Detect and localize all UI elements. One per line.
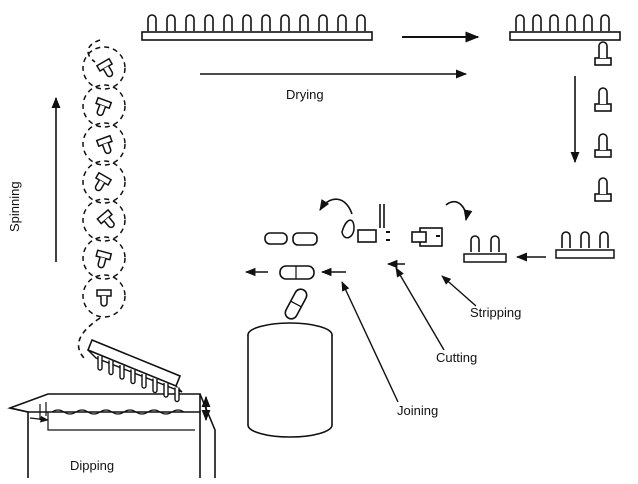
mould-pin — [337, 14, 347, 32]
mould-pin — [549, 14, 559, 32]
dipping-pin — [141, 374, 147, 389]
dipping-pin — [108, 360, 114, 376]
mould-pin — [299, 14, 309, 32]
drying-bar-right — [509, 14, 621, 41]
mould-pin — [261, 14, 271, 32]
drying-bar-left — [141, 14, 373, 41]
mould-pin — [223, 14, 233, 32]
mould-pin — [166, 14, 176, 32]
spinning-pin — [95, 134, 117, 157]
spinning-column — [77, 39, 126, 361]
cutting-leader — [395, 267, 445, 351]
stripping-label: Stripping — [470, 305, 522, 320]
dipping-pin — [163, 383, 169, 398]
spin-circle — [82, 274, 126, 318]
dipping-pin — [152, 378, 158, 394]
mould-pin — [583, 14, 593, 32]
dipping-pin — [174, 387, 180, 403]
mould-pin — [356, 14, 366, 32]
cutter — [319, 198, 390, 243]
mould-pin — [600, 14, 610, 32]
spin-circle — [82, 160, 126, 204]
stripping-pins — [463, 231, 615, 263]
mould-pin — [280, 14, 290, 32]
mould-pin — [594, 177, 612, 202]
mould-pin — [185, 14, 195, 32]
mould-pin — [318, 14, 328, 32]
mould-pin — [594, 41, 612, 66]
mould-pin — [490, 235, 500, 253]
spin-circle — [82, 122, 126, 166]
mould-pin — [599, 231, 609, 249]
joining-label: Joining — [397, 403, 439, 418]
spinning-label: Spinning — [7, 181, 22, 232]
mould-pin — [566, 14, 576, 32]
spin-circle — [82, 46, 126, 90]
mould-pin — [532, 14, 542, 32]
mould-pin — [242, 14, 252, 32]
spinning-pin — [91, 96, 113, 119]
mould-pin — [561, 231, 571, 249]
stripping-leader — [441, 275, 477, 307]
mould-pin — [204, 14, 214, 32]
dipping-pin — [119, 365, 125, 380]
joining-leader — [341, 281, 399, 403]
mould-pin — [147, 14, 157, 32]
capsule-halves — [264, 232, 318, 280]
dipping-station — [7, 338, 216, 478]
spin-circle — [82, 236, 126, 280]
drying-column — [594, 41, 612, 202]
stripper — [411, 200, 473, 247]
collection-bin — [247, 322, 333, 438]
mould-pin — [594, 133, 612, 158]
dipping-pin — [97, 356, 103, 371]
falling-capsule — [284, 288, 308, 320]
dipping-label: Dipping — [70, 458, 115, 473]
spinning-pin — [96, 289, 112, 307]
spin-circle — [82, 84, 126, 128]
mould-pin — [515, 14, 525, 32]
cutting-label: Cutting — [436, 350, 478, 365]
spinning-pin — [96, 209, 120, 232]
mould-pin — [594, 87, 612, 112]
dipping-pin — [130, 369, 136, 385]
mould-pin — [470, 235, 480, 253]
drying-label: Drying — [286, 87, 324, 102]
spinning-pin — [96, 58, 118, 81]
spin-circle — [82, 198, 126, 242]
mould-pin — [580, 231, 590, 249]
spinning-pin — [90, 172, 112, 195]
spinning-pin — [92, 249, 113, 271]
